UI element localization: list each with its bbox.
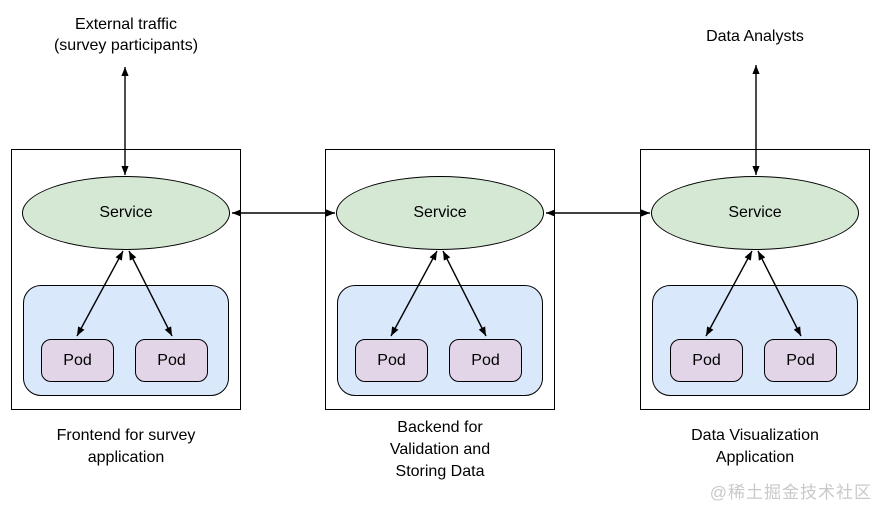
pod-label: Pod xyxy=(157,351,186,369)
service-label: Service xyxy=(99,204,153,221)
external-traffic-line: (survey participants) xyxy=(53,37,199,54)
service-label: Service xyxy=(413,204,467,221)
frontend-pod-1: Pod xyxy=(41,339,114,382)
caption-line: Validation and xyxy=(389,441,491,458)
data-visualization-pod-1: Pod xyxy=(670,339,743,382)
pod-label: Pod xyxy=(786,351,815,369)
backend-caption: Backend for Validation and Storing Data xyxy=(325,417,555,483)
cluster-data-visualization: Service Pod Pod Data Visualization Appli… xyxy=(640,0,870,505)
data-analysts-label: Data Analysts xyxy=(640,26,870,47)
caption-line: Frontend for survey xyxy=(56,427,196,444)
backend-pod-1: Pod xyxy=(355,339,428,382)
watermark: @稀土掘金技术社区 xyxy=(709,483,872,502)
data-visualization-pod-2: Pod xyxy=(764,339,837,382)
caption-line: Storing Data xyxy=(395,463,485,480)
cluster-backend: Service Pod Pod Backend for Validation a… xyxy=(325,0,555,505)
pod-label: Pod xyxy=(471,351,500,369)
data-analysts-line: Data Analysts xyxy=(706,28,804,45)
external-traffic-label: External traffic (survey participants) xyxy=(11,14,241,56)
service-label: Service xyxy=(728,204,782,221)
caption-line: application xyxy=(87,449,165,466)
pod-label: Pod xyxy=(63,351,92,369)
frontend-service-ellipse: Service xyxy=(22,176,230,250)
pod-label: Pod xyxy=(692,351,721,369)
cluster-frontend: Service Pod Pod Frontend for survey appl… xyxy=(11,0,241,505)
caption-line: Application xyxy=(715,449,795,466)
data-visualization-caption: Data Visualization Application xyxy=(640,425,870,469)
frontend-pod-2: Pod xyxy=(135,339,208,382)
frontend-caption: Frontend for survey application xyxy=(11,425,241,469)
external-traffic-line: External traffic xyxy=(75,16,177,33)
backend-service-ellipse: Service xyxy=(336,176,544,250)
data-visualization-service-ellipse: Service xyxy=(651,176,859,250)
caption-line: Backend for xyxy=(397,419,483,436)
pod-label: Pod xyxy=(377,351,406,369)
backend-pod-2: Pod xyxy=(449,339,522,382)
caption-line: Data Visualization xyxy=(691,427,819,444)
